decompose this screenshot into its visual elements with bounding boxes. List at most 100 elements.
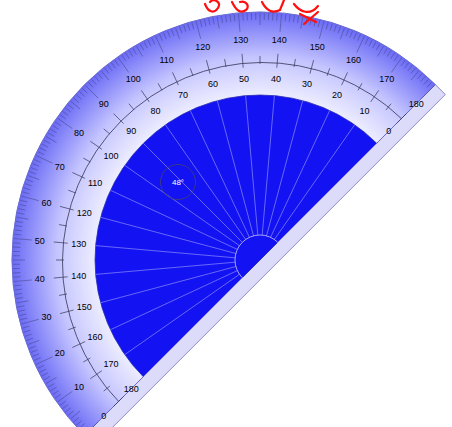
degree-tick: [14, 234, 21, 236]
degree-tick: [74, 98, 79, 103]
degree-tick: [111, 63, 115, 69]
degree-tick: [391, 53, 395, 59]
inner-scale-number: 0: [386, 126, 391, 136]
outer-scale-number: 70: [55, 162, 65, 172]
outer-scale-number: 40: [35, 274, 45, 284]
degree-tick: [14, 242, 21, 244]
scale-tick: [104, 129, 110, 134]
degree-tick: [40, 148, 46, 151]
degree-tick: [209, 18, 211, 25]
degree-tick: [60, 401, 66, 405]
degree-tick: [27, 180, 34, 182]
degree-tick: [330, 24, 332, 31]
degree-tick: [422, 85, 435, 98]
inner-scale-number: 70: [178, 90, 188, 100]
scale-tick: [358, 83, 362, 90]
degree-tick: [255, 13, 256, 20]
degree-tick: [68, 105, 74, 109]
degree-tick: [285, 14, 287, 21]
degree-tick: [76, 95, 81, 100]
degree-tick: [156, 36, 164, 52]
scale-tick: [114, 114, 124, 124]
degree-tick: [200, 20, 202, 27]
degree-tick: [46, 137, 56, 143]
outer-scale-number: 50: [35, 236, 45, 246]
scale-tick: [342, 72, 348, 85]
radial-line: [143, 143, 242, 242]
inner-scale-number: 20: [332, 90, 342, 100]
outer-scale-number: 110: [159, 55, 173, 65]
degree-tick: [276, 14, 278, 21]
degree-tick: [14, 285, 21, 287]
degree-tick: [79, 92, 84, 97]
degree-tick: [17, 217, 29, 219]
degree-tick: [53, 391, 59, 395]
degree-tick: [204, 19, 206, 26]
inner-scale-number: 60: [208, 79, 218, 89]
degree-tick: [108, 65, 112, 71]
degree-tick: [88, 82, 93, 87]
degree-tick: [133, 48, 137, 54]
degree-tick: [301, 17, 303, 29]
outer-scale-number: 30: [42, 312, 52, 322]
degree-tick: [18, 213, 25, 214]
inner-scale-number: 140: [71, 271, 86, 281]
degree-tick: [293, 15, 294, 22]
degree-tick: [129, 51, 133, 57]
degree-tick: [213, 18, 214, 25]
inner-scale-number: 90: [126, 126, 136, 136]
radial-line: [278, 143, 377, 242]
degree-tick: [226, 15, 227, 22]
scale-tick: [54, 277, 68, 278]
degree-tick: [33, 164, 40, 167]
degree-tick: [21, 319, 38, 324]
scale-tick: [68, 327, 76, 330]
inner-scale-number: 110: [88, 178, 102, 188]
degree-tick: [60, 115, 66, 119]
inner-scale-number: 150: [77, 302, 92, 312]
degree-tick: [14, 280, 32, 282]
scale-tick: [242, 54, 243, 68]
scale-tick: [114, 397, 124, 407]
degree-tick: [76, 421, 81, 426]
scale-ticks: [13, 13, 435, 427]
scale-tick: [294, 59, 295, 67]
degree-tick: [408, 65, 412, 71]
radial-line: [101, 267, 236, 303]
degree-tick: [264, 13, 265, 20]
outer-scale-number: 10: [74, 382, 84, 392]
degree-tick: [378, 46, 384, 56]
degree-tick: [74, 418, 79, 423]
degree-tick: [13, 268, 20, 269]
outer-scale-number: 120: [195, 42, 210, 52]
degree-tick: [23, 326, 30, 328]
degree-tick: [217, 17, 219, 29]
degree-tick: [239, 14, 241, 32]
degree-tick: [152, 38, 155, 44]
scale-tick: [90, 371, 102, 379]
outer-scale-number: 0: [101, 411, 106, 421]
degree-tick: [31, 350, 38, 353]
degree-tick: [18, 306, 25, 307]
degree-tick: [168, 31, 171, 38]
inner-scale-number: 80: [151, 106, 161, 116]
degree-tick: [63, 111, 69, 115]
degree-tick: [401, 60, 405, 66]
degree-tick: [68, 411, 74, 415]
degree-tick: [79, 424, 84, 427]
degree-tick: [19, 314, 26, 316]
scale-tick: [72, 342, 85, 348]
scale-tick: [386, 104, 391, 110]
degree-tick: [17, 301, 29, 303]
degree-tick: [16, 298, 23, 299]
degree-tick: [13, 264, 20, 265]
degree-tick: [192, 23, 194, 30]
scale-tick: [158, 83, 162, 90]
degree-tick: [247, 13, 248, 20]
degree-tick: [272, 13, 273, 20]
radial-line: [96, 246, 236, 258]
outer-scale-number: 60: [42, 198, 52, 208]
degree-tick: [298, 16, 299, 23]
radial-line: [271, 111, 330, 238]
